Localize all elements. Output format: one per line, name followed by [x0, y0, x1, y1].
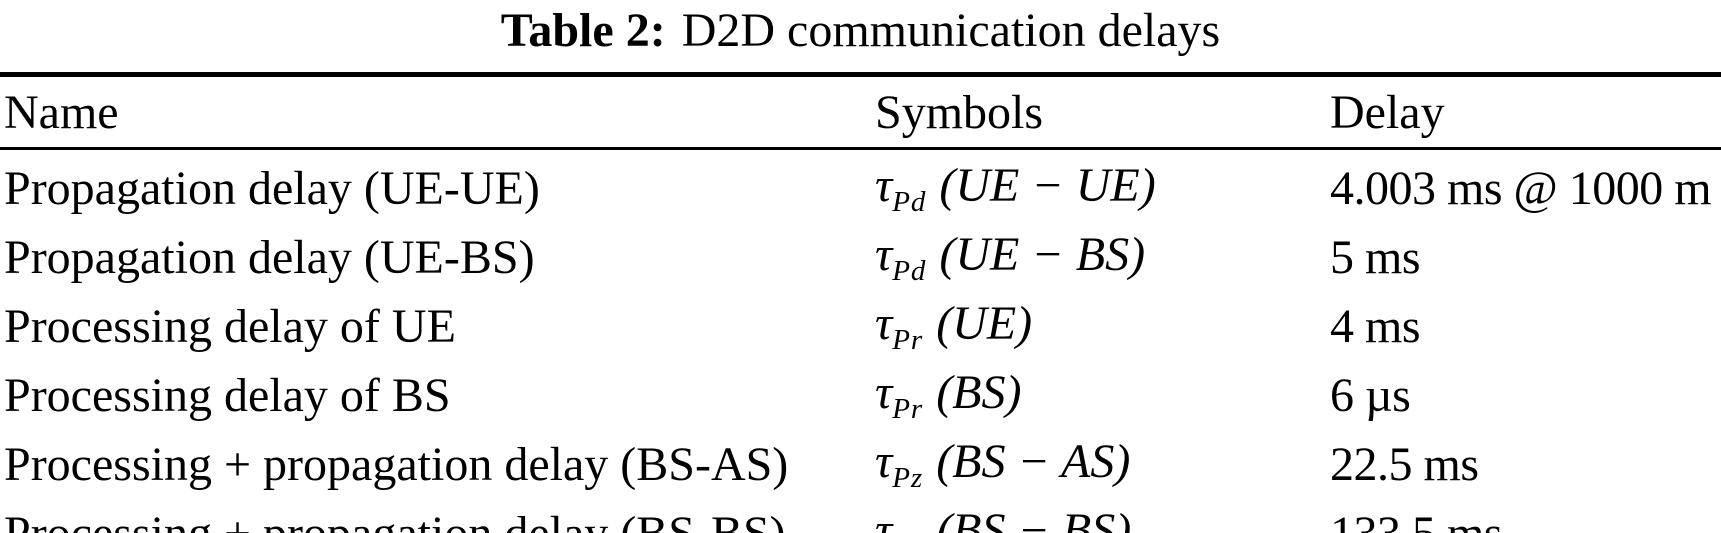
row-delay: 4.003 ms @ 1000 m [1330, 162, 1712, 215]
symbol-args: (BS − BS) [936, 504, 1132, 533]
row-symbol: τPz (BS − BS) [875, 495, 1330, 533]
tau-subscript: Pz [892, 462, 924, 494]
symbol-args: (UE) [936, 297, 1033, 350]
row-name: Processing delay of UE [4, 300, 456, 353]
row-symbol: τPd (UE − BS) [875, 219, 1330, 288]
row-name: Processing + propagation delay (BS-BS) [0, 495, 875, 533]
table-caption-label: Table 2: [500, 4, 666, 57]
row-symbol: τPd (UE − UE) [875, 149, 1330, 220]
tau-subscript: Pd [892, 186, 927, 218]
row-delay: 22.5 ms [1330, 438, 1479, 491]
row-name: Propagation delay (UE-UE) [4, 162, 540, 215]
table-caption-text: D2D communication delays [681, 4, 1221, 57]
symbol-args: (UE − UE) [939, 159, 1156, 212]
tau-symbol: τ [875, 228, 893, 281]
table-row: Processing + propagation delay (BS-BS) τ… [0, 495, 1721, 533]
symbol-args: (UE − BS) [939, 228, 1146, 281]
row-delay: 133.5 ms [1330, 495, 1721, 533]
delays-table: Name Symbols Delay Propagation delay (UE… [0, 72, 1721, 533]
tau-symbol: τ [875, 297, 893, 350]
row-name: Propagation delay (UE-BS) [4, 231, 535, 284]
tau-subscript: Pd [892, 255, 927, 287]
table-row: Processing delay of UE τPr (UE) 4 ms [0, 288, 1721, 357]
table-header: Name Symbols Delay [0, 74, 1721, 150]
tau-subscript: Pz [892, 531, 923, 533]
tau-subscript: Pr [892, 324, 924, 356]
row-name: Processing + propagation delay (BS-AS) [4, 438, 789, 491]
header-row: Name Symbols Delay [0, 74, 1721, 150]
symbol-args: (BS − AS) [936, 435, 1131, 488]
row-delay: 5 ms [1330, 231, 1421, 284]
table-row: Processing + propagation delay (BS-AS) τ… [0, 426, 1721, 495]
row-symbol: τPz (BS − AS) [875, 426, 1330, 495]
row-name: Processing delay of BS [4, 369, 451, 422]
symbol-args: (BS) [936, 366, 1022, 419]
row-delay: 4 ms [1330, 300, 1421, 353]
row-symbol: τPr (UE) [875, 288, 1330, 357]
table-body: Propagation delay (UE-UE) τPd(UE − UE) 4… [0, 149, 1721, 533]
table-row: Processing delay of BS τPr (BS) 6 µs [0, 357, 1721, 426]
row-delay: 6 µs [1330, 369, 1411, 422]
tau-symbol: τ [875, 435, 893, 488]
tau-symbol: τ [875, 504, 893, 533]
row-symbol: τPr (BS) [875, 357, 1330, 426]
column-header-name: Name [0, 74, 875, 150]
tau-subscript: Pr [892, 393, 924, 425]
column-header-delay: Delay [1330, 74, 1721, 150]
column-header-symbols: Symbols [875, 74, 1330, 150]
tau-symbol: τ [875, 159, 893, 212]
table-caption: Table 2: D2D communication delays [0, 0, 1721, 72]
table-row: Propagation delay (UE-BS) τPd (UE − BS) 5… [0, 219, 1721, 288]
table-row: Propagation delay (UE-UE) τPd (UE − UE) 4… [0, 149, 1721, 220]
tau-symbol: τ [875, 366, 893, 419]
